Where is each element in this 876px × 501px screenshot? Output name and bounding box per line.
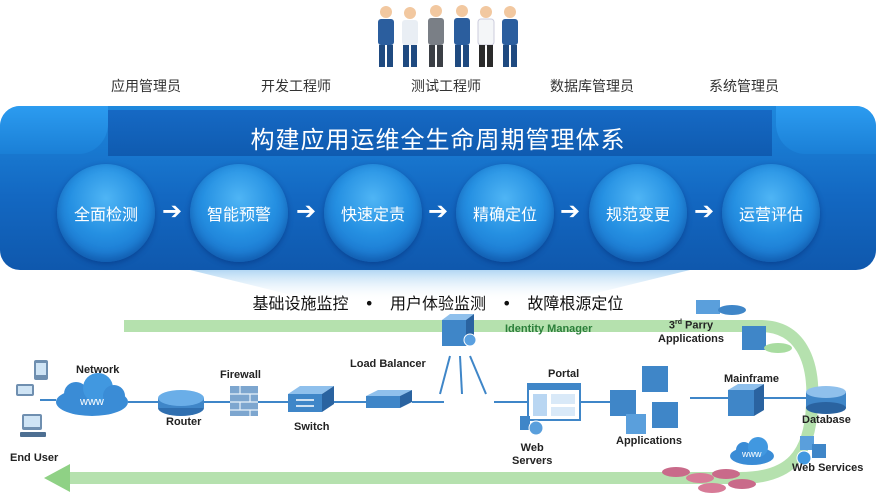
network-cloud-icon: [56, 373, 128, 416]
arrow-right-icon: ➔: [161, 198, 183, 225]
role-tester: 测试工程师: [411, 78, 481, 94]
third-party-applications-text: Applications: [658, 332, 725, 345]
role-developer: 开发工程师: [261, 78, 331, 94]
step-full-detection: 全面检测: [57, 164, 155, 262]
firewall-label: Firewall: [220, 369, 261, 381]
banner-right-cap: [776, 106, 876, 154]
web-servers-icon: [520, 416, 544, 436]
role-app-admin: 应用管理员: [111, 78, 181, 94]
portal-label: Portal: [548, 368, 580, 380]
person-6: [502, 6, 518, 67]
applications-cluster-icon: [610, 366, 678, 434]
flow-arrowhead-left-icon: [44, 464, 70, 492]
person-2: [402, 7, 418, 67]
database-label: Database: [802, 414, 851, 426]
mainframe-label: Mainframe: [724, 373, 780, 385]
step-standard-change: 规范变更: [589, 164, 687, 262]
web-services-label: Web Services: [792, 462, 864, 474]
web-services-icon: [796, 436, 826, 466]
step-operation-evaluation: 运营评估: [722, 164, 820, 262]
web-servers-line-2: Servers: [512, 455, 553, 467]
firewall-icon: [230, 386, 258, 416]
step-smart-alert: 智能预警: [190, 164, 288, 262]
third-party-superscript: rd: [674, 319, 682, 326]
web-servers-label: Web Servers: [512, 442, 552, 468]
load-balancer-label: Load Balancer: [350, 358, 426, 370]
web-services-cloud-www: www: [742, 449, 762, 459]
portal-window-icon: [527, 383, 581, 421]
router-icon: [158, 390, 204, 416]
person-3: [428, 5, 444, 67]
storage-disks-icon: [662, 467, 756, 493]
network-cloud-www: www: [80, 396, 104, 408]
third-party-text: Parry: [681, 319, 714, 332]
banner-title: 构建应用运维全生命周期管理体系: [250, 126, 626, 154]
architecture-diagram: [16, 300, 846, 493]
switch-label: Switch: [294, 421, 330, 433]
end-user-devices-icon: [16, 360, 48, 437]
business-people-illustration: [378, 5, 518, 67]
router-label: Router: [166, 416, 202, 428]
identity-manager-icon: [442, 314, 477, 347]
banner-title-bar: [108, 110, 772, 156]
person-4: [454, 5, 470, 67]
arrow-right-icon: ➔: [693, 198, 715, 225]
arrow-right-icon: ➔: [295, 198, 317, 225]
arrow-right-icon: ➔: [559, 198, 581, 225]
end-user-label: End User: [10, 452, 59, 464]
third-party-applications-icon: [696, 300, 792, 353]
load-balancer-icon: [366, 390, 412, 408]
step-precise-location: 精确定位: [456, 164, 554, 262]
flow-arrow-bottom: [68, 404, 818, 484]
step-fast-accountability: 快速定责: [324, 164, 422, 262]
web-services-cloud-icon: [730, 437, 774, 465]
database-icon: [806, 386, 846, 414]
switch-icon: [288, 386, 334, 412]
web-servers-line-1: Web: [520, 442, 544, 454]
monitoring-subtitle: 基础设施监控 • 用户体验监测 • 故障根源定位: [252, 294, 624, 313]
mainframe-icon: [728, 384, 764, 416]
role-sysadmin: 系统管理员: [709, 78, 779, 94]
connection-lines: [40, 355, 806, 403]
person-1: [378, 6, 394, 67]
applications-label: Applications: [616, 435, 683, 447]
third-party-label: 3rd Parry Applications: [658, 319, 725, 345]
identity-manager-label: Identity Manager: [505, 323, 593, 335]
arrow-right-icon: ➔: [427, 198, 449, 225]
person-5: [477, 6, 495, 67]
role-dba: 数据库管理员: [550, 78, 634, 94]
light-funnel: [190, 270, 690, 302]
network-label: Network: [76, 364, 120, 376]
banner-left-cap: [0, 106, 108, 154]
